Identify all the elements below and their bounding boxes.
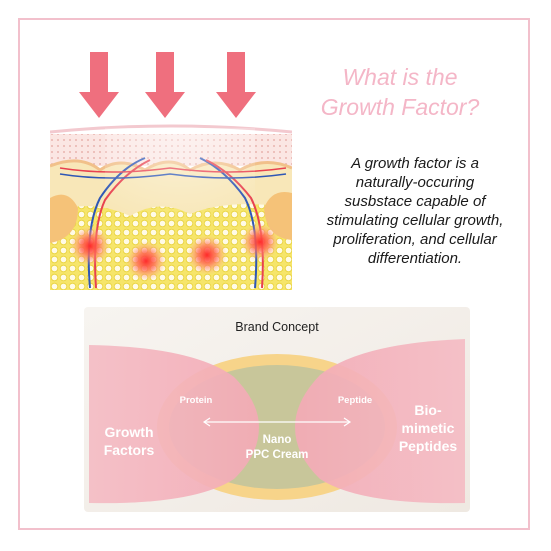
skin-illustration	[50, 52, 292, 290]
description-text: A growth factor is a naturally-occuring …	[300, 154, 530, 268]
left-lobe	[89, 345, 259, 504]
growth-factors-line1: Growth	[105, 424, 154, 440]
peptide-label: Peptide	[338, 395, 372, 406]
growth-factors-line2: Factors	[104, 442, 155, 458]
glow-spot	[126, 241, 166, 281]
description-line: A growth factor is a	[351, 155, 479, 172]
description-line: proliferation, and cellular	[333, 231, 497, 248]
glow-spot	[187, 235, 227, 275]
glow-spot	[241, 223, 279, 261]
glow-spot	[70, 226, 110, 266]
right-lobe	[295, 339, 465, 504]
biomimetic-line1: Bio-	[414, 402, 442, 418]
arrow-1-icon	[79, 52, 119, 118]
title-line: What is the	[342, 64, 458, 90]
title-line: Growth Factor?	[320, 94, 480, 120]
description-line: differentiation.	[367, 250, 463, 267]
biomimetic-line3: Peptides	[399, 438, 458, 454]
description-line: naturally-occuring	[355, 174, 475, 191]
biomimetic-line2: mimetic	[402, 420, 455, 436]
description-line: stimulating cellular growth,	[326, 212, 504, 229]
nano-label: Nano	[263, 434, 292, 446]
concept-heading: Brand Concept	[235, 320, 319, 334]
ppc-cream-label: PPC Cream	[246, 449, 309, 461]
protein-label: Protein	[180, 395, 213, 406]
page-title: What is the Growth Factor?	[300, 62, 500, 122]
brand-concept-diagram: Brand Concept Protein Peptide Growth Fac…	[84, 307, 470, 512]
description-line: susbstace capable of	[344, 193, 486, 210]
arrow-3-icon	[216, 52, 256, 118]
arrow-2-icon	[145, 52, 185, 118]
double-arrow-icon	[202, 417, 352, 427]
